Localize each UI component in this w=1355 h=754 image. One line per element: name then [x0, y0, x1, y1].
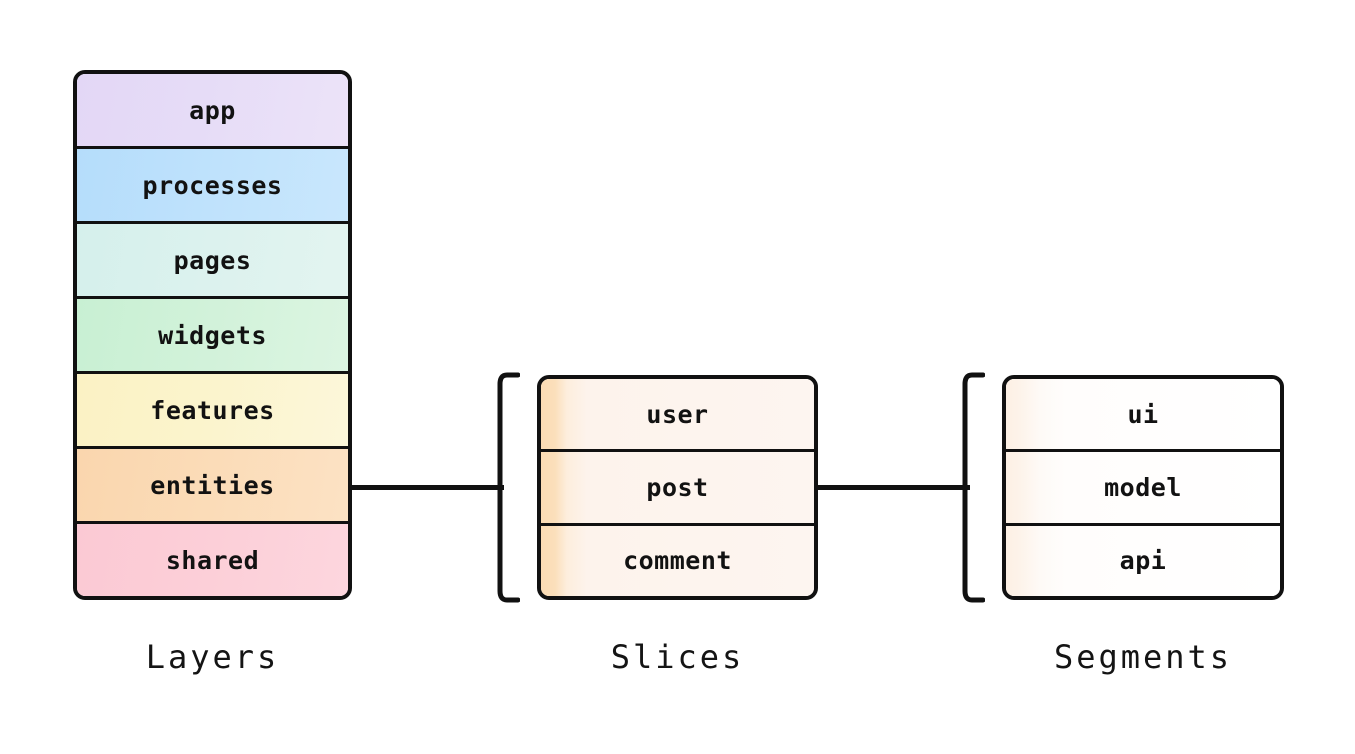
slices-bracket-icon: [494, 370, 520, 605]
segments-panel: ui model api: [1002, 375, 1284, 600]
segment-label-ui: ui: [1127, 399, 1159, 429]
layer-label-pages: pages: [173, 245, 252, 275]
layer-label-shared: shared: [165, 545, 260, 575]
slice-label-user: user: [646, 399, 709, 429]
layers-caption: Layers: [145, 638, 280, 676]
layers-panel: app processes pages widgets features ent…: [73, 70, 352, 600]
slice-row-user[interactable]: user: [541, 379, 814, 453]
layer-row-widgets[interactable]: widgets: [77, 299, 348, 374]
connector-slices-to-segments: [818, 485, 970, 490]
slice-row-comment[interactable]: comment: [541, 525, 814, 596]
segments-caption: Segments: [1053, 638, 1233, 676]
layer-row-app[interactable]: app: [77, 74, 348, 149]
layer-label-entities: entities: [150, 470, 275, 500]
slice-row-post[interactable]: post: [541, 452, 814, 526]
segment-row-api[interactable]: api: [1006, 525, 1280, 596]
layer-label-features: features: [150, 395, 275, 425]
slice-label-comment: comment: [623, 546, 732, 576]
slice-label-post: post: [646, 472, 709, 502]
segments-bracket-icon: [959, 370, 985, 605]
slices-caption: Slices: [610, 638, 745, 676]
layer-row-pages[interactable]: pages: [77, 224, 348, 299]
layer-label-processes: processes: [142, 170, 283, 200]
layer-label-widgets: widgets: [158, 320, 267, 350]
layer-row-entities[interactable]: entities: [77, 449, 348, 524]
layer-row-shared[interactable]: shared: [77, 524, 348, 596]
connector-layers-to-slices: [352, 485, 504, 490]
segment-label-model: model: [1104, 472, 1182, 502]
layer-row-features[interactable]: features: [77, 374, 348, 449]
segment-row-ui[interactable]: ui: [1006, 379, 1280, 453]
layer-row-processes[interactable]: processes: [77, 149, 348, 224]
slices-panel: user post comment: [537, 375, 818, 600]
segment-row-model[interactable]: model: [1006, 452, 1280, 526]
segment-label-api: api: [1119, 546, 1167, 576]
layer-label-app: app: [189, 95, 236, 125]
